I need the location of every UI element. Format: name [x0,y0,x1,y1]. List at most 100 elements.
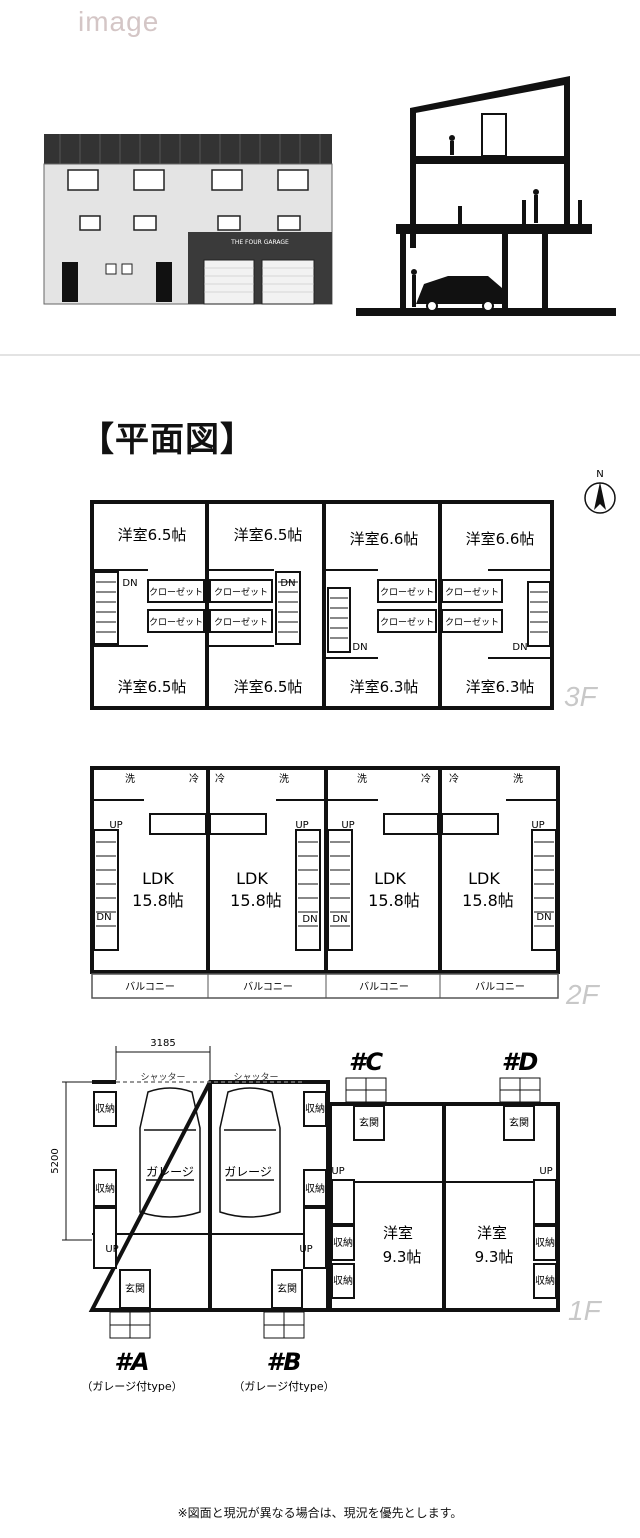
balcony-2f-3: バルコニー [359,981,409,993]
storage-1f-d1: 収納 [535,1236,555,1249]
room-1f-d: 洋室 [477,1224,507,1242]
room-size-1f-d: 9.3帖 [475,1248,514,1266]
wash-2f-1: 洗 [125,773,135,785]
shutter-label-left: シャッター [140,1072,185,1083]
closet-3f-3a: クローゼット [380,586,434,598]
dim-depth-label: 5200 [50,1148,61,1173]
unit-type-a: （ガレージ付type） [81,1380,182,1393]
ldk-size-2f-4: 15.8帖 [462,891,514,910]
ldk-size-2f-1: 15.8帖 [132,891,184,910]
floor-plan-title: 【平面図】 [80,420,255,460]
fridge-2f-4: 冷 [449,772,459,785]
storage-1f-b2: 収納 [305,1182,325,1195]
up-2f-3: UP [341,820,354,831]
dn-2f-2: DN [302,914,317,925]
dn-3f-4: DN [512,642,527,653]
up-1f-d: UP [539,1166,552,1177]
room-3f-1-top: 洋室6.5帖 [118,526,187,544]
up-2f-2: UP [295,820,308,831]
building-facade-illustration: THE FOUR GARAGE [43,134,333,305]
storage-1f-c1: 収納 [333,1236,353,1249]
shutter-label-right: シャッター [233,1072,278,1083]
entrance-1f-c: 玄関 [359,1116,379,1129]
closet-3f-2a: クローゼット [214,586,268,598]
balcony-2f-1: バルコニー [125,981,175,993]
room-3f-4-bottom: 洋室6.3帖 [466,678,535,696]
building-section-illustration [356,76,616,316]
ldk-2f-4: LDK [468,869,500,888]
ldk-2f-1: LDK [142,869,174,888]
floor-plan-2f: LDK LDK LDK LDK 15.8帖 15.8帖 15.8帖 15.8帖 … [90,766,601,1008]
closet-3f-1b: クローゼット [149,616,203,628]
dn-2f-1: DN [96,912,111,923]
closet-3f-1a: クローゼット [149,586,203,598]
fridge-2f-3: 冷 [421,772,431,785]
footer-note: ※図面と現況が異なる場合は、現況を優先とします。 [177,1506,463,1520]
up-1f-a: UP [105,1244,118,1255]
storage-1f-c2: 収納 [333,1274,353,1287]
ldk-2f-3: LDK [374,869,406,888]
room-3f-2-top: 洋室6.5帖 [234,526,303,544]
unit-label-c: #C [349,1048,384,1076]
dn-2f-3: DN [332,914,347,925]
up-2f-1: UP [109,820,122,831]
ldk-2f-2: LDK [236,869,268,888]
dn-3f-2: DN [280,578,295,589]
entrance-1f-a: 玄関 [125,1282,145,1295]
facade-shutter-right [261,259,315,305]
section-car-icon [416,276,502,304]
room-3f-3-bottom: 洋室6.3帖 [350,678,419,696]
unit-label-b: #B [267,1348,302,1376]
balcony-2f-4: バルコニー [475,981,525,993]
storage-1f-d2: 収納 [535,1274,555,1287]
floor-plan-1f: 3185 5200 シャッター シャッ [50,1038,603,1393]
up-2f-4: UP [531,820,544,831]
room-3f-3-top: 洋室6.6帖 [350,530,419,548]
closet-3f-2b: クローゼット [214,616,268,628]
unit-label-a: #A [114,1348,149,1376]
balcony-2f-2: バルコニー [243,981,293,993]
image-heading: image [78,6,160,37]
section-floor-3 [410,156,570,164]
storage-1f-a2: 収納 [95,1182,115,1195]
wash-2f-4: 洗 [513,773,523,785]
wash-2f-3: 洗 [357,773,367,785]
balcony-outline [91,973,559,999]
room-size-1f-c: 9.3帖 [383,1248,422,1266]
up-1f-c: UP [331,1166,344,1177]
room-3f-2-bottom: 洋室6.5帖 [234,678,303,696]
facade-shutter-left [203,259,255,305]
section-floor-2 [396,224,592,234]
room-3f-1-bottom: 洋室6.5帖 [118,678,187,696]
closet-3f-3b: クローゼット [380,616,434,628]
section-ground [356,308,616,316]
facade-windows [67,169,309,231]
entrance-1f-d: 玄関 [509,1116,529,1129]
garage-car-icons [139,1087,281,1218]
north-label: N [596,469,603,480]
facade-roof [44,134,332,164]
floor-label-3f: 3F [564,681,599,712]
storage-1f-a1: 収納 [95,1102,115,1115]
closet-3f-4b: クローゼット [445,616,499,628]
fridge-2f-2: 冷 [215,772,225,785]
garage-label-left: ガレージ [146,1165,194,1179]
unit-label-d: #D [502,1048,539,1076]
dn-3f-1: DN [122,578,137,589]
dn-3f-3: DN [352,642,367,653]
north-compass-icon: N [584,469,616,514]
section-roof [410,76,570,114]
up-1f-b: UP [299,1244,312,1255]
fridge-2f-1: 冷 [189,772,199,785]
facade-door-b [156,262,172,302]
room-3f-4-top: 洋室6.6帖 [466,530,535,548]
wash-2f-2: 洗 [279,773,289,785]
storage-1f-b1: 収納 [305,1102,325,1115]
section-divider [0,354,640,356]
floor-label-1f: 1F [568,1295,603,1326]
room-1f-c: 洋室 [383,1224,413,1242]
dn-2f-4: DN [536,912,551,923]
dim-width-label: 3185 [150,1038,175,1049]
facade-sign: THE FOUR GARAGE [230,239,289,246]
garage-label-right: ガレージ [224,1165,272,1179]
